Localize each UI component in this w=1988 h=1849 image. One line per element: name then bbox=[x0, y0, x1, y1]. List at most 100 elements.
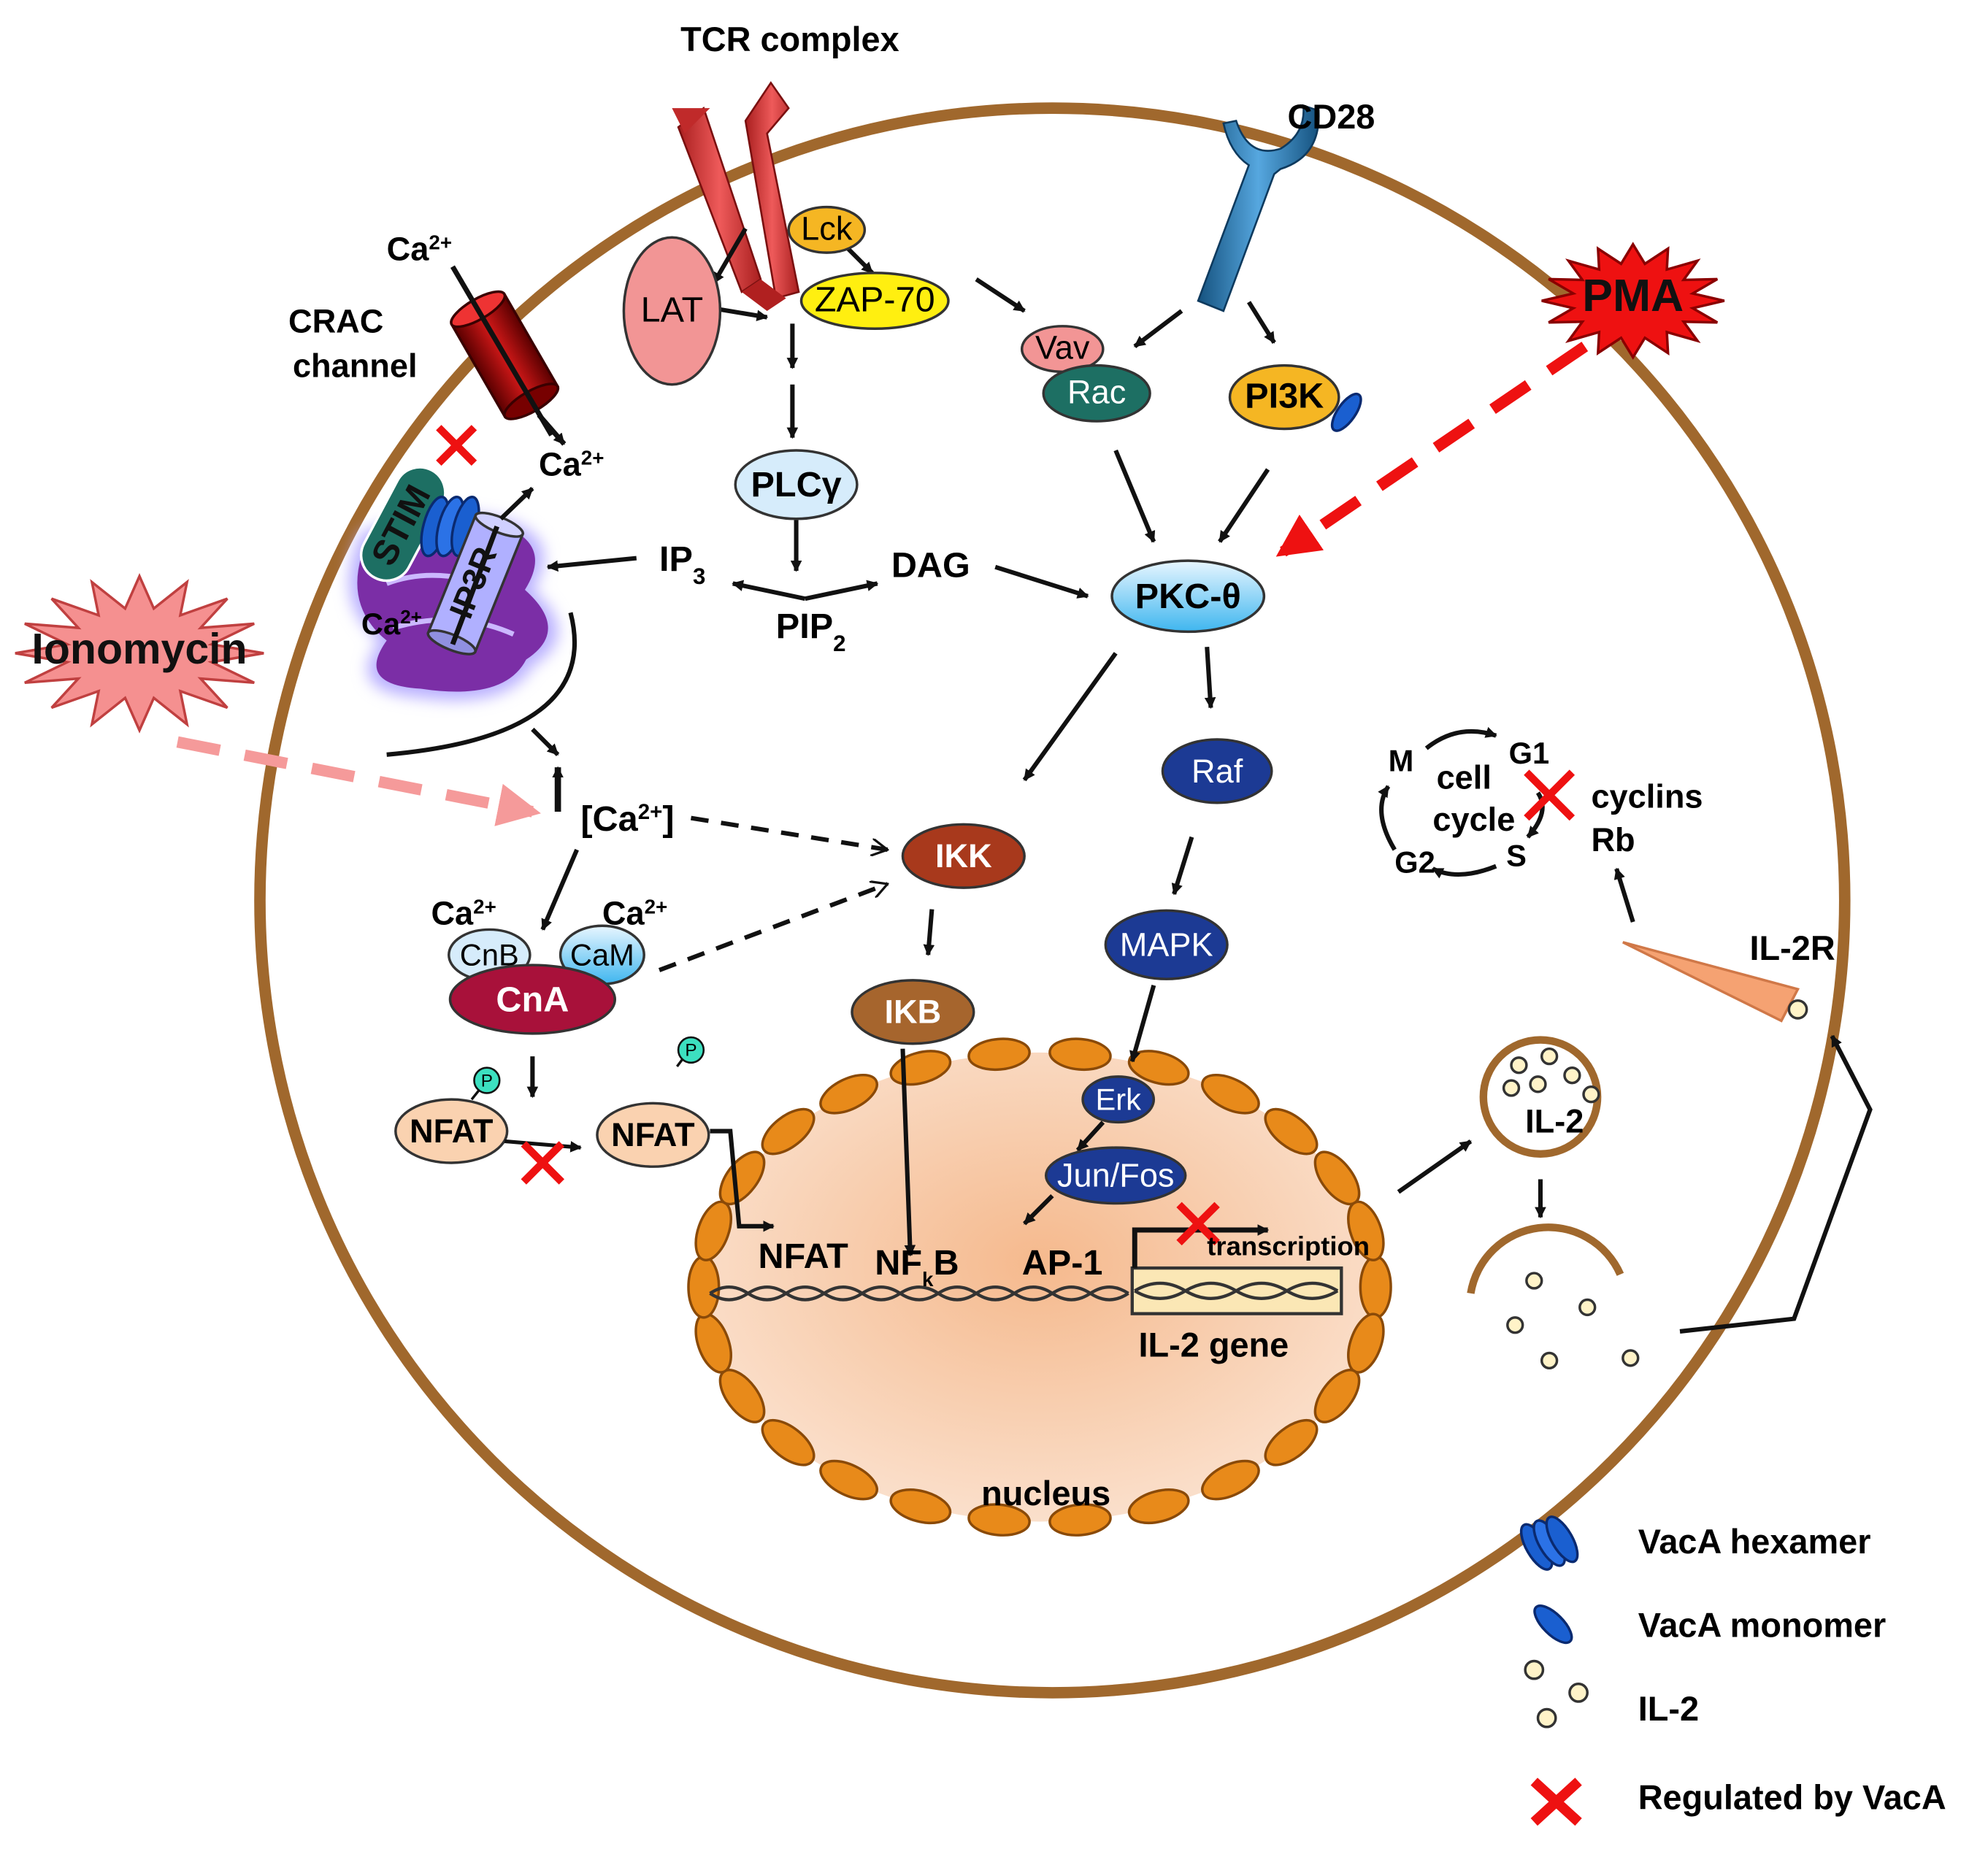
svg-text:P: P bbox=[481, 1071, 493, 1091]
dag-label: DAG bbox=[891, 546, 970, 585]
nfat-node-2: NFAT bbox=[596, 1102, 710, 1168]
svg-text:NFAT: NFAT bbox=[410, 1112, 494, 1150]
ikb-node: IKB bbox=[851, 979, 975, 1045]
svg-text:IKB: IKB bbox=[884, 993, 941, 1031]
nuclear-pore bbox=[1127, 1050, 1190, 1086]
cam-node: CaM bbox=[559, 924, 645, 985]
ca-cnb-label: Ca2+ bbox=[431, 895, 496, 932]
crac-label-2: channel bbox=[293, 347, 418, 384]
nfat-nucleus-label: NFAT bbox=[758, 1237, 848, 1276]
il2-vesicle-label: IL-2 bbox=[1525, 1102, 1584, 1139]
svg-text:Erk: Erk bbox=[1095, 1083, 1141, 1117]
ap1-label: AP-1 bbox=[1022, 1243, 1103, 1283]
cd28-label: CD28 bbox=[1288, 98, 1375, 136]
vav-node: Vav bbox=[1020, 325, 1105, 374]
ca-cam-label: Ca2+ bbox=[602, 895, 667, 932]
inhibition-x bbox=[521, 1141, 565, 1185]
cd28-receptor bbox=[1197, 104, 1320, 312]
junfos-node: Jun/Fos bbox=[1044, 1146, 1187, 1205]
phase-g2-label: G2 bbox=[1394, 845, 1435, 879]
svg-text:Raf: Raf bbox=[1191, 753, 1243, 790]
dna-strand bbox=[709, 1285, 1129, 1302]
nuclear-pore bbox=[761, 1418, 815, 1466]
legend-hexamer-icon bbox=[1519, 1515, 1579, 1571]
erk-node: Erk bbox=[1081, 1075, 1156, 1124]
vaca-monomer-pi3k bbox=[1330, 393, 1362, 432]
rac-node: Rac bbox=[1042, 364, 1151, 423]
nfkb-label: NFkB bbox=[875, 1243, 959, 1290]
il2-molecule bbox=[1582, 1085, 1600, 1104]
tcr-receptor bbox=[672, 81, 800, 311]
pip2-label: PIP2 bbox=[776, 607, 846, 656]
nuclear-pore bbox=[967, 1037, 1031, 1072]
cyclins-label: cyclins bbox=[1591, 778, 1703, 815]
cell-cycle-label-2: cycle bbox=[1432, 801, 1515, 838]
il2-molecule bbox=[1502, 1079, 1521, 1097]
il2-molecule bbox=[1540, 1351, 1559, 1370]
svg-text:Lck: Lck bbox=[801, 209, 853, 247]
phase-s-label: S bbox=[1506, 839, 1527, 873]
nfat-dephos-arrow bbox=[504, 1139, 582, 1153]
pkc-node: PKC-θ bbox=[1110, 559, 1266, 634]
nuclear-pores bbox=[687, 1037, 1392, 1537]
tcr-complex-label: TCR complex bbox=[680, 20, 899, 58]
legend-hexamer-label: VacA hexamer bbox=[1638, 1523, 1871, 1561]
rb-label: Rb bbox=[1591, 821, 1635, 858]
il2-molecule bbox=[1510, 1056, 1528, 1075]
nuclear-pore bbox=[718, 1150, 766, 1206]
il2-molecule bbox=[1529, 1075, 1547, 1093]
ca-concentration-label: [Ca2+] bbox=[580, 799, 674, 839]
il2r-label: IL-2R bbox=[1750, 929, 1835, 967]
pma-label: PMA bbox=[1582, 270, 1684, 321]
svg-text:ZAP-70: ZAP-70 bbox=[815, 280, 935, 320]
phospho-1: P bbox=[470, 1066, 501, 1101]
nuclear-pore bbox=[1264, 1107, 1319, 1156]
svg-text:CaM: CaM bbox=[570, 938, 634, 972]
nuclear-pore bbox=[1201, 1073, 1260, 1115]
ca-er-label: Ca2+ bbox=[361, 606, 422, 641]
inhibition-x bbox=[1176, 1202, 1220, 1246]
crac-label-1: CRAC bbox=[288, 303, 383, 340]
legend-monomer-icon bbox=[1533, 1604, 1573, 1645]
nuclear-pore bbox=[687, 1255, 721, 1319]
il2r-receptor bbox=[1622, 941, 1808, 1023]
nuclear-pore bbox=[1264, 1418, 1319, 1466]
svg-text:Rac: Rac bbox=[1067, 374, 1126, 411]
nuclear-pore bbox=[967, 1503, 1031, 1537]
cell-cycle-label-1: cell bbox=[1437, 759, 1492, 796]
ionomycin-arrow bbox=[176, 736, 541, 826]
il2-molecule bbox=[1540, 1047, 1559, 1066]
legend-il2-icon bbox=[1524, 1659, 1589, 1729]
il2-gene-label: IL-2 gene bbox=[1138, 1326, 1289, 1364]
nucleus-label: nucleus bbox=[981, 1475, 1110, 1512]
phospho-2: P bbox=[675, 1036, 705, 1068]
crac-pass-line bbox=[450, 265, 554, 437]
il2-molecule bbox=[1622, 1349, 1640, 1367]
phase-m-label: M bbox=[1389, 743, 1414, 777]
ionomycin-label: Ionomycin bbox=[31, 625, 247, 673]
ca-mid-label: Ca2+ bbox=[539, 446, 604, 483]
nuclear-pore bbox=[761, 1107, 815, 1156]
cell-membrane bbox=[254, 102, 1851, 1699]
il2-molecule bbox=[1563, 1066, 1581, 1085]
transcription-arrow bbox=[1132, 1224, 1270, 1269]
cna-node: CnA bbox=[448, 964, 616, 1035]
ip3-label: IP3 bbox=[659, 539, 705, 589]
lat-node: LAT bbox=[622, 236, 722, 386]
legend-il2-label: IL-2 bbox=[1638, 1690, 1699, 1728]
svg-text:PKC-θ: PKC-θ bbox=[1135, 577, 1241, 616]
vaca-inhibition-marks bbox=[436, 425, 1576, 1246]
transcription-label: transcription bbox=[1207, 1231, 1370, 1261]
nuclear-pore bbox=[1048, 1503, 1112, 1537]
svg-text:Jun/Fos: Jun/Fos bbox=[1057, 1157, 1175, 1194]
nucleus bbox=[687, 1037, 1392, 1537]
svg-text:LAT: LAT bbox=[641, 291, 704, 330]
svg-text:PLCγ: PLCγ bbox=[751, 465, 841, 504]
pma-star: PMA bbox=[1541, 242, 1725, 360]
zap70-node: ZAP-70 bbox=[799, 272, 950, 331]
nuclear-pore bbox=[1313, 1369, 1361, 1423]
cell-cycle bbox=[1378, 726, 1545, 879]
pi3k-node: PI3K bbox=[1228, 364, 1340, 431]
ionomycin-star: Ionomycin bbox=[15, 572, 264, 734]
nuclear-pore bbox=[1347, 1200, 1385, 1261]
